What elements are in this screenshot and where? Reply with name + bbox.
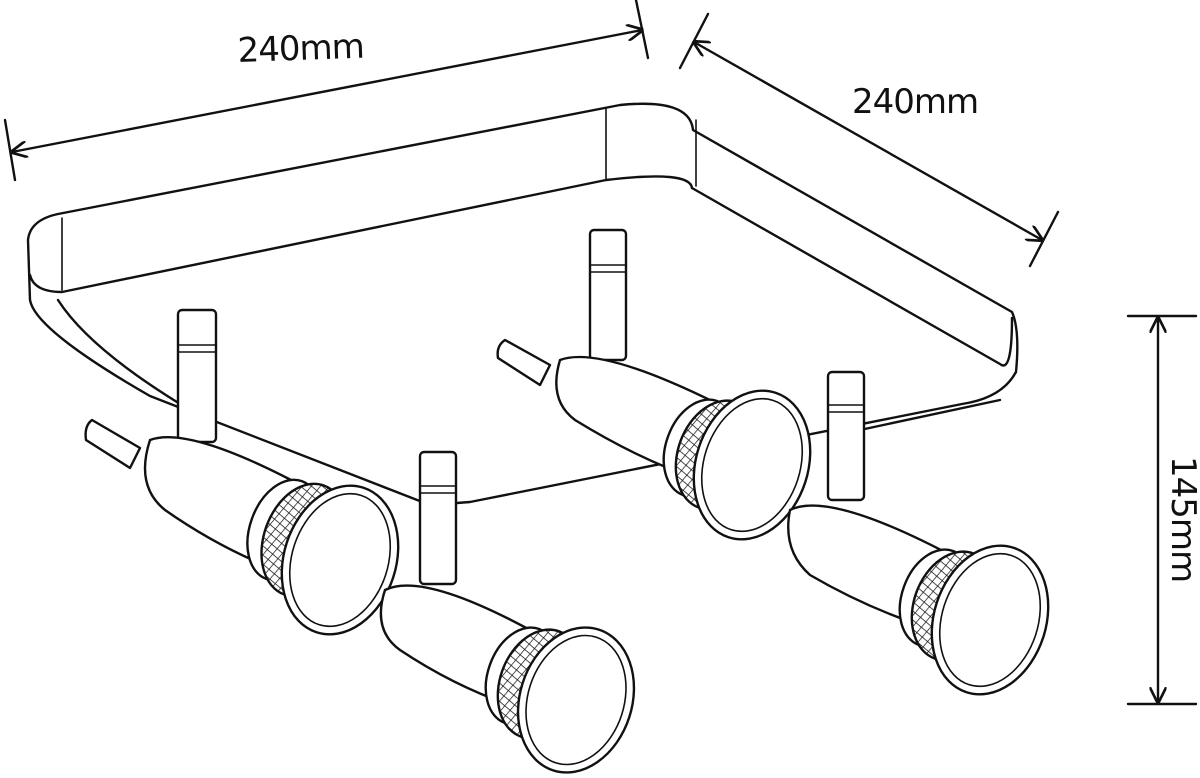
- dimension-depth: 240mm: [678, 12, 1060, 268]
- lamp-face: [692, 389, 812, 541]
- stem: [418, 450, 458, 586]
- lamp-face: [280, 484, 400, 636]
- depth-dimension-line: [694, 42, 1042, 240]
- dimension-width: 240mm: [3, 0, 650, 182]
- spotlight-front-right: [787, 370, 1050, 696]
- knob: [84, 418, 142, 470]
- knob: [496, 338, 552, 387]
- stem: [176, 308, 218, 444]
- stem: [588, 228, 628, 362]
- depth-extension-bottom: [1028, 210, 1060, 268]
- width-label: 240mm: [237, 27, 364, 71]
- dimension-height: 145mm: [1126, 314, 1200, 706]
- plate-bottom-left: [56, 298, 192, 412]
- height-label: 145mm: [1163, 456, 1200, 582]
- spotlight-front-left: [84, 308, 400, 636]
- lamp-face: [516, 626, 636, 774]
- spotlight-back-center: [496, 228, 812, 541]
- lamp-face: [930, 544, 1050, 696]
- plate-bottom-right: [858, 398, 1002, 432]
- depth-label: 240mm: [852, 82, 978, 122]
- plate-right-edge: [690, 186, 1014, 367]
- stem: [826, 370, 866, 502]
- width-extension-left: [3, 118, 17, 182]
- width-dimension-line: [12, 30, 642, 152]
- spotlight-front-center: [379, 450, 636, 774]
